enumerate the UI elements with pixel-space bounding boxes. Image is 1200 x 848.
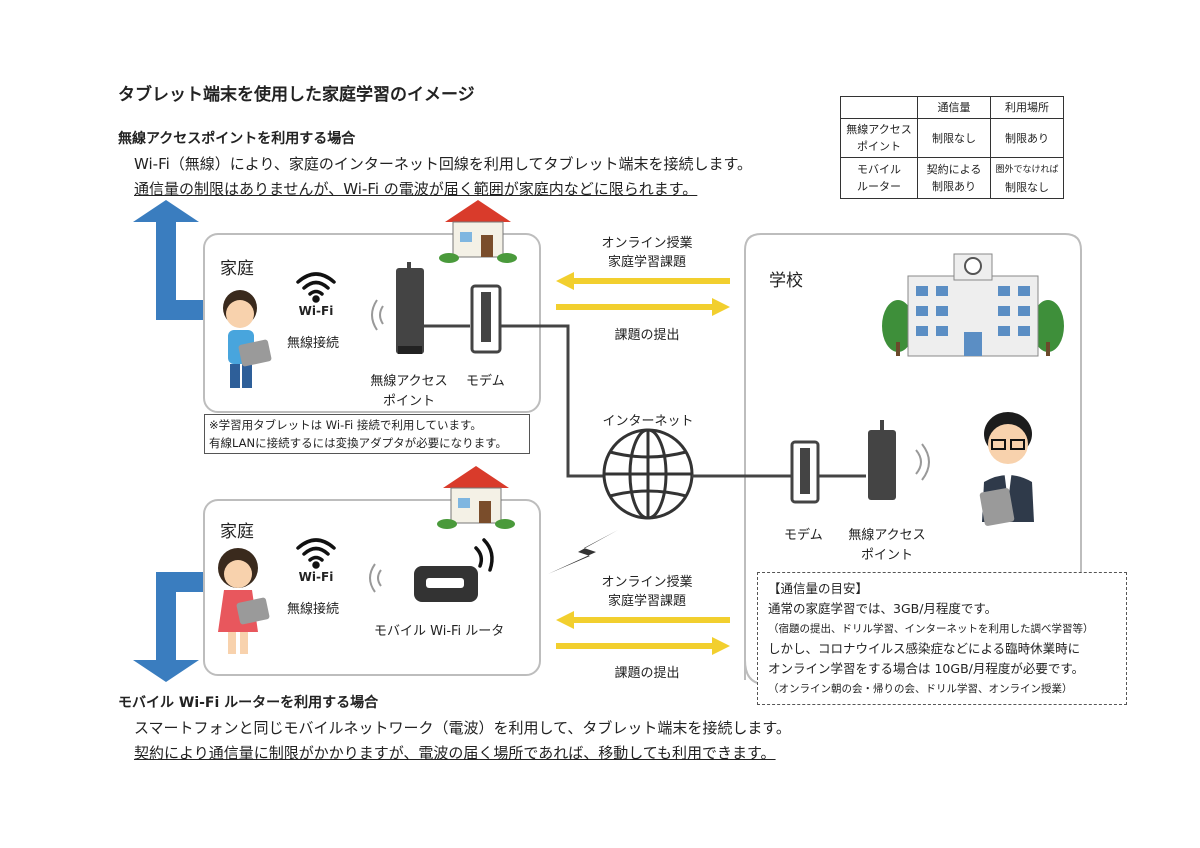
cell-line1: 契約による <box>926 163 982 176</box>
signal-icon <box>474 538 494 572</box>
cell-line2: 制限あり <box>932 180 976 193</box>
school-modem-label: モデム <box>784 528 823 543</box>
table-cell-traffic: 制限なし <box>917 118 991 158</box>
guide-line2: （宿題の提出、ドリル学習、インターネットを利用した調べ学習等） <box>768 623 1094 635</box>
wifi-icon <box>296 538 336 569</box>
flow-top-online-class: オンライン授業 <box>601 236 693 251</box>
wifi-section-line2: 通信量の制限はありませんが、Wi-Fi の電波が届く範囲が家庭内などに限られます… <box>134 180 698 198</box>
tablet-note-line1: ※学習用タブレットは Wi-Fi 接続で利用しています。 <box>209 418 482 432</box>
home1-box <box>203 233 541 413</box>
home1-ap-label-line1: 無線アクセス <box>370 374 448 389</box>
blue-arrow-down <box>133 572 233 682</box>
wifi-section-line1: Wi-Fi（無線）により、家庭のインターネット回線を利用してタブレット端末を接続… <box>134 155 752 173</box>
school-title: 学校 <box>769 271 803 291</box>
internet-label: インターネット <box>602 414 694 429</box>
house-icon <box>437 466 515 529</box>
comparison-table: 通信量 利用場所 無線アクセスポイント 制限なし 制限あり モバイルルーター 契… <box>840 96 1064 199</box>
home2-wifi-label: Wi-Fi <box>298 570 334 584</box>
table-row: 無線アクセスポイント 制限なし 制限あり <box>840 118 1064 158</box>
flow-bottom-submit: 課題の提出 <box>614 666 680 681</box>
cell-line2: 制限なし <box>1005 181 1049 194</box>
upload-arrow <box>556 298 730 316</box>
internet-globe-icon <box>602 428 694 520</box>
teacher-icon <box>979 412 1034 526</box>
blue-arrow-up <box>133 200 233 320</box>
wifi-section-heading: 無線アクセスポイントを利用する場合 <box>118 131 356 147</box>
tablet-note-line2: 有線LANに接続するには変換アダプタが必要になります。 <box>209 436 507 450</box>
cell-line1: 圏外でなければ <box>995 165 1059 175</box>
flow-bottom-homework: 家庭学習課題 <box>607 594 686 609</box>
data-usage-guide-box: 【通信量の目安】 通常の家庭学習では、3GB/月程度です。 （宿題の提出、ドリル… <box>757 572 1127 705</box>
home2-router-label: モバイル Wi-Fi ルータ <box>374 624 505 639</box>
guide-title: 【通信量の目安】 <box>768 581 869 596</box>
guide-line3: しかし、コロナウイルス感染症などによる臨時休業時に <box>768 641 1081 656</box>
home1-ap-label-line2: ポイント <box>382 394 435 409</box>
flow-top-homework: 家庭学習課題 <box>607 255 686 270</box>
table-header-row: 通信量 利用場所 <box>840 96 1064 119</box>
home1-wireless-label: 無線接続 <box>287 336 340 351</box>
flow-bottom-online-class: オンライン授業 <box>601 575 693 590</box>
page-title: タブレット端末を使用した家庭学習のイメージ <box>118 85 475 105</box>
table-row-label: モバイルルーター <box>840 157 918 199</box>
home2-wireless-label: 無線接続 <box>287 602 340 617</box>
mobile-section-line2: 契約により通信量に制限がかかりますが、電波の届く場所であれば、移動しても利用でき… <box>134 744 776 762</box>
upload-arrow <box>556 637 730 655</box>
school-ap-label-line2: ポイント <box>860 548 913 563</box>
wifi-icon <box>296 272 336 303</box>
row-label-line1: モバイル <box>857 163 901 176</box>
radio-wave-icon <box>915 443 930 481</box>
access-point-device-icon <box>396 268 424 354</box>
school-building-icon <box>882 253 1064 357</box>
home1-wifi-label: Wi-Fi <box>298 304 334 318</box>
school-box <box>744 233 1082 680</box>
radio-wave-icon <box>369 563 382 593</box>
flow-top-submit: 課題の提出 <box>614 328 680 343</box>
home1-title: 家庭 <box>220 259 254 279</box>
guide-line5: （オンライン朝の会・帰りの会、ドリル学習、オンライン授業） <box>768 683 1073 695</box>
connection-line <box>500 324 605 478</box>
row-label-line2: ポイント <box>857 140 901 153</box>
table-header-place: 利用場所 <box>990 96 1064 119</box>
home2-title: 家庭 <box>220 522 254 542</box>
school-ap-label-line1: 無線アクセス <box>848 528 926 543</box>
guide-line4: オンライン学習をする場合は 10GB/月程度が必要です。 <box>768 661 1085 676</box>
table-row: モバイルルーター 契約による制限あり 圏外でなければ制限なし <box>840 157 1064 199</box>
student-boy-icon <box>223 290 272 388</box>
table-cell-place: 圏外でなければ制限なし <box>990 157 1064 199</box>
download-arrow <box>556 272 730 290</box>
table-row-label: 無線アクセスポイント <box>840 118 918 158</box>
tablet-note-box: ※学習用タブレットは Wi-Fi 接続で利用しています。 有線LANに接続するに… <box>204 414 530 454</box>
mobile-section-line1: スマートフォンと同じモバイルネットワーク（電波）を利用して、タブレット端末を接続… <box>134 719 791 737</box>
access-point-device-icon <box>868 430 896 500</box>
lightning-icon <box>548 530 618 574</box>
home1-modem-label: モデム <box>466 374 505 389</box>
download-arrow <box>556 611 730 629</box>
radio-wave-icon <box>371 299 384 331</box>
student-girl-icon <box>218 548 270 654</box>
guide-line1: 通常の家庭学習では、3GB/月程度です。 <box>768 601 998 616</box>
row-label-line2: ルーター <box>857 180 901 193</box>
house-icon <box>439 200 517 263</box>
mobile-section-heading: モバイル Wi-Fi ルーターを利用する場合 <box>118 695 379 711</box>
row-label-line1: 無線アクセス <box>846 123 912 136</box>
